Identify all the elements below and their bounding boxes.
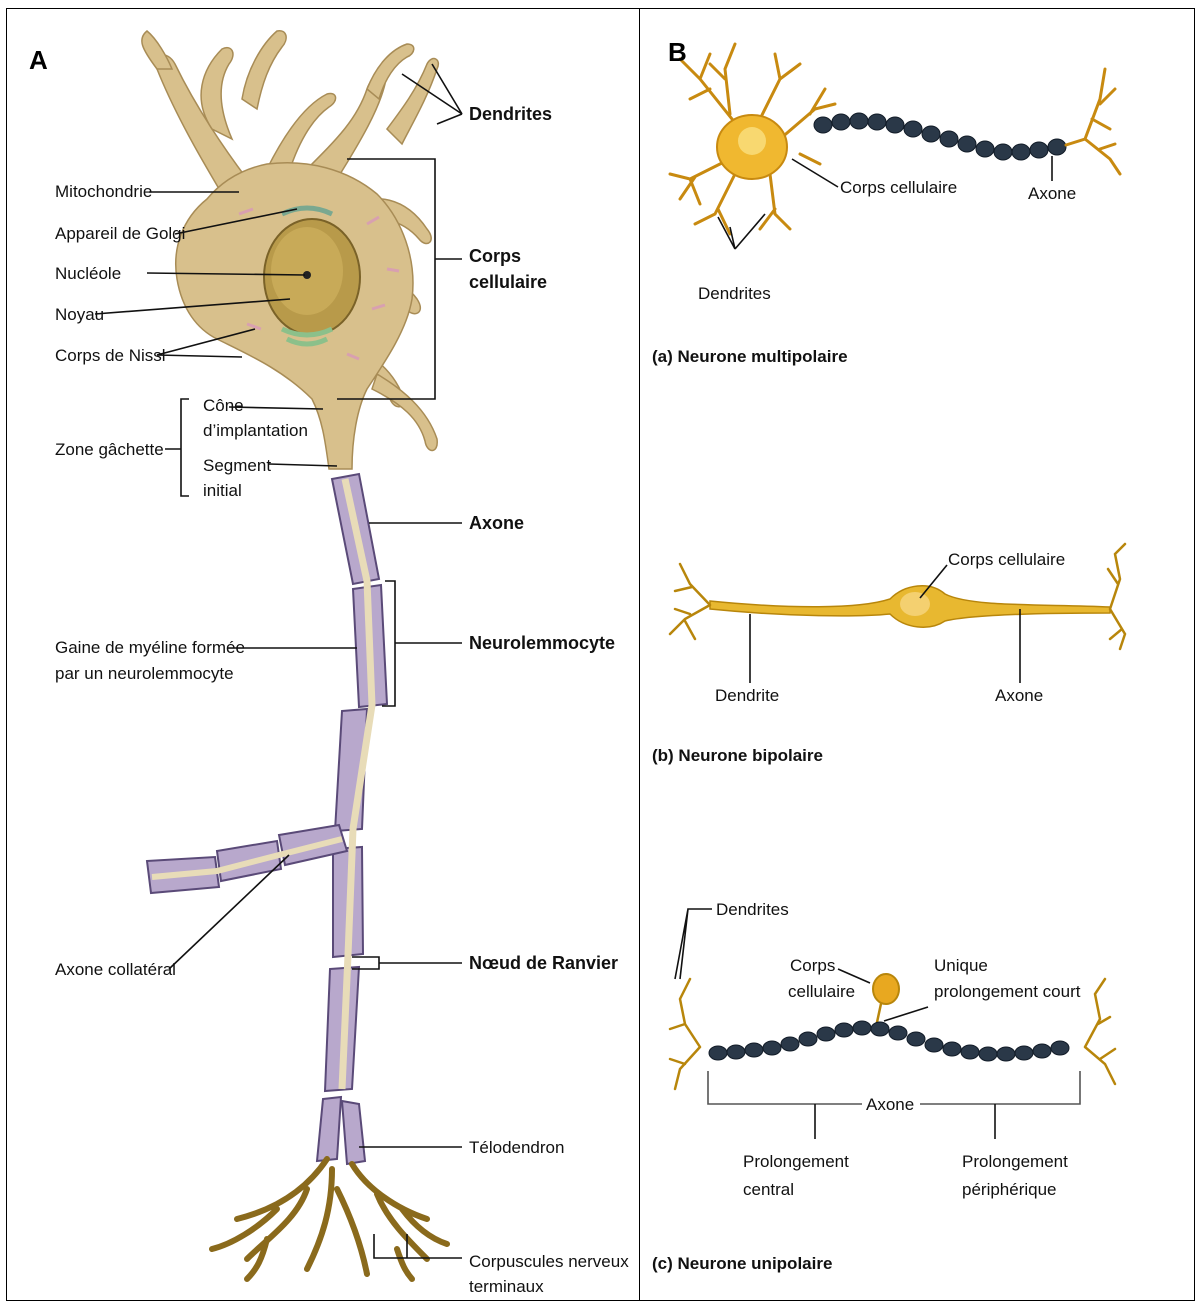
bipolar-caption: (b) Neurone bipolaire <box>652 746 823 765</box>
label-gaine-l2: par un neurolemmocyte <box>55 664 234 683</box>
label-noeud-ranvier: Nœud de Ranvier <box>469 953 618 973</box>
unipolar-caption: (c) Neurone unipolaire <box>652 1254 832 1273</box>
unipolar-label-central-l2: central <box>743 1180 794 1199</box>
label-segment-l1: Segment <box>203 456 271 475</box>
unipolar-label-axone: Axone <box>866 1095 914 1114</box>
multipolar-label-axone: Axone <box>1028 184 1076 203</box>
label-dendrites: Dendrites <box>469 104 552 124</box>
label-cone-l1: Cône <box>203 396 244 415</box>
label-corps-l1: Corps <box>469 246 521 266</box>
label-axone-collateral: Axone collatéral <box>55 960 176 979</box>
collateral-axon <box>147 825 347 893</box>
unipolar-label-corps-l1: Corps <box>790 956 835 975</box>
label-neurolemmocyte: Neurolemmocyte <box>469 633 615 653</box>
unipolar-label-dendrites: Dendrites <box>716 900 789 919</box>
unipolar-neuron: Dendrites Corps cellulaire Unique prolon… <box>652 900 1115 1273</box>
bipolar-label-axone: Axone <box>995 686 1043 705</box>
label-corpuscules-l1: Corpuscules nerveux <box>469 1252 629 1271</box>
panel-a-letter: A <box>29 45 48 76</box>
label-golgi: Appareil de Golgi <box>55 224 185 243</box>
bipolar-label-dendrite: Dendrite <box>715 686 779 705</box>
neuron-structure-diagram: Dendrites Mitochondrie Appareil de Golgi… <box>7 9 641 1302</box>
label-zone-gachette: Zone gâchette <box>55 440 164 459</box>
bipolar-neuron: Corps cellulaire Dendrite Axone (b) Neur… <box>652 544 1125 765</box>
neuron-types-diagram: Corps cellulaire Axone Dendrites (a) Neu… <box>640 9 1195 1302</box>
panel-a: A <box>6 8 640 1301</box>
label-segment-l2: initial <box>203 481 242 500</box>
unipolar-myelin <box>709 1021 1069 1061</box>
panel-b: B <box>639 8 1195 1301</box>
multipolar-label-corps: Corps cellulaire <box>840 178 957 197</box>
unipolar-label-unique-l1: Unique <box>934 956 988 975</box>
label-gaine-l1: Gaine de myéline formée <box>55 638 245 657</box>
multipolar-myelin <box>814 113 1066 160</box>
multipolar-label-dendrites: Dendrites <box>698 284 771 303</box>
label-noyau: Noyau <box>55 305 104 324</box>
label-nissl: Corps de Nissl <box>55 346 166 365</box>
unipolar-label-unique-l2: prolongement court <box>934 982 1081 1001</box>
unipolar-label-central-l1: Prolongement <box>743 1152 849 1171</box>
multipolar-caption: (a) Neurone multipolaire <box>652 347 848 366</box>
label-corpuscules-l2: terminaux <box>469 1277 544 1296</box>
multipolar-neuron: Corps cellulaire Axone Dendrites (a) Neu… <box>652 44 1120 366</box>
telodendron-drawing <box>212 1159 447 1279</box>
label-corps-l2: cellulaire <box>469 272 547 292</box>
label-cone-l2: d’implantation <box>203 421 308 440</box>
bipolar-label-corps: Corps cellulaire <box>948 550 1065 569</box>
label-nucleole: Nucléole <box>55 264 121 283</box>
label-axone: Axone <box>469 513 524 533</box>
label-mitochondrie: Mitochondrie <box>55 182 152 201</box>
label-telodendron: Télodendron <box>469 1138 564 1157</box>
unipolar-label-peripherique-l1: Prolongement <box>962 1152 1068 1171</box>
unipolar-label-peripherique-l2: périphérique <box>962 1180 1057 1199</box>
unipolar-label-corps-l2: cellulaire <box>788 982 855 1001</box>
panel-b-letter: B <box>668 37 687 68</box>
